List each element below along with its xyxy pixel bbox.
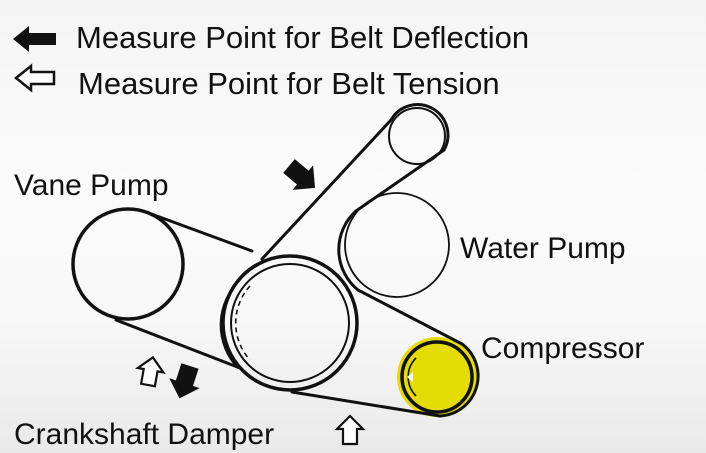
pulleys [71,107,450,392]
legend-tension-label: Measure Point for Belt Tension [78,66,500,101]
deflection-arrow-lower-icon [169,363,200,399]
belt-crank-to-idler [260,118,393,261]
crankshaft-damper-outer [221,254,359,392]
tension-arrow-lower-icon [134,355,166,388]
belt-idler-wrap [389,103,450,152]
deflection-arrow-icon [13,26,56,52]
drive-belt [114,103,480,418]
compressor-pulley-group [397,337,477,417]
compressor-pulley [400,340,474,414]
crankshaft-damper-hidden-edge [234,285,251,361]
belt-compressor-wrap [438,342,480,418]
measure-points [134,159,366,446]
tension-arrow-icon [13,63,56,93]
compressor-highlight [397,337,477,417]
belt-waterpump-wrap [337,209,360,292]
belt-vane-to-crank-top [144,210,254,253]
belt-idler-to-waterpump [354,148,446,213]
legend-deflection-label: Measure Point for Belt Deflection [76,20,529,55]
compressor-label: Compressor [481,332,644,365]
crankshaft-damper-label: Crankshaft Damper [14,418,274,451]
water-pump-pulley [344,192,450,298]
vane-pump-label: Vane Pump [14,169,169,202]
water-pump-label: Water Pump [460,232,626,265]
belt-vane-to-crank-bottom [114,318,242,370]
belt-waterpump-to-compressor [356,288,464,346]
crankshaft-damper-left-rim [219,279,241,369]
compressor-small-arrow-icon [407,372,413,382]
vane-pump-pulley [71,207,185,321]
legend: Measure Point for Belt Deflection Measur… [13,20,529,101]
crankshaft-damper-inner [230,263,350,383]
belt-compressor-to-crank [290,390,442,418]
tension-arrow-bottom-icon [334,414,366,446]
deflection-arrow-upper-icon [283,159,316,190]
idler-pulley [388,107,446,165]
